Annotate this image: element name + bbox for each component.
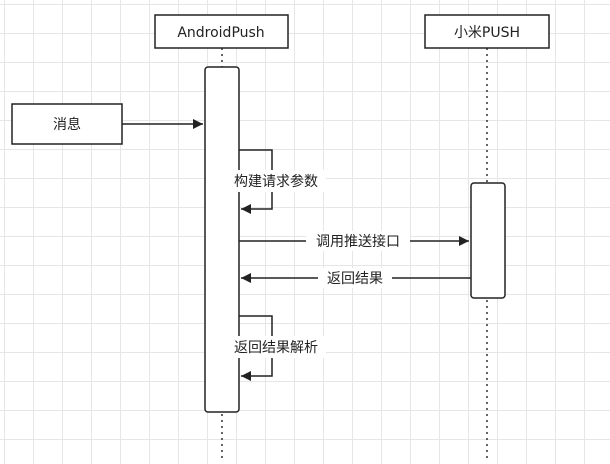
message-input-label: 消息	[53, 116, 81, 133]
participant-xiaomi-push-label: 小米PUSH	[454, 25, 520, 41]
label-bg-call-push-api	[306, 231, 410, 251]
participant-androidpush-box[interactable]	[154, 14, 289, 49]
label-build-params: 构建请求参数	[234, 173, 318, 190]
label-bg-return-result	[318, 268, 392, 288]
label-return-result: 返回结果	[327, 271, 383, 287]
participant-xiaomi-push-box[interactable]	[424, 14, 550, 49]
activation-bar-androidpush	[204, 66, 240, 413]
activation-bar-xiaomi-push	[470, 182, 506, 299]
label-parse-result: 返回结果解析	[234, 340, 318, 356]
label-bg-build-params	[226, 170, 326, 192]
label-call-push-api: 调用推送接口	[316, 233, 400, 250]
label-bg-parse-result	[226, 336, 326, 358]
participant-androidpush-label: AndroidPush	[177, 25, 264, 41]
